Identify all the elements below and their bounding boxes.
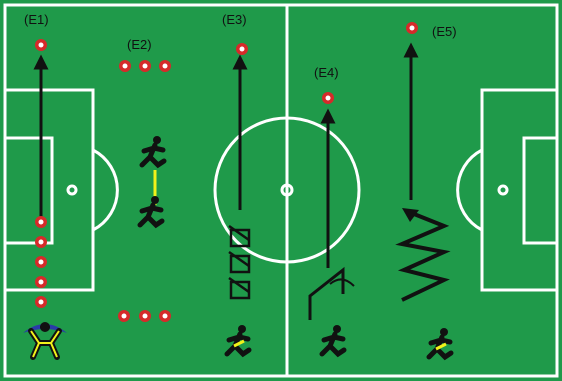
cone-marker-icon [35,296,47,308]
player-icon [319,325,347,358]
cone-marker-icon [35,256,47,268]
label-e2: (E2) [127,37,152,52]
rotation-hurdle-icon [308,266,355,320]
pitch-lines [3,3,559,378]
players-layer [23,136,454,361]
cone-marker-icon [118,310,130,322]
player-icon [139,136,167,169]
player-icon [137,196,165,229]
cone-marker-icon [159,310,171,322]
cone-marker-icon [406,22,418,34]
cone-marker-icon [35,39,47,51]
label-e1: (E1) [24,12,49,27]
cone-marker-icon [119,60,131,72]
cone-marker-icon [35,276,47,288]
cones-layer [35,22,418,322]
ladder-hurdle-icon [228,224,251,300]
cone-marker-icon [322,92,334,104]
label-e4: (E4) [314,65,339,80]
label-e3: (E3) [222,12,247,27]
label-e5: (E5) [432,24,457,39]
zigzag-path-icon [395,210,451,302]
pitch-spots [66,183,509,197]
cone-marker-icon [139,310,151,322]
goalkeeper-icon [23,322,67,360]
cone-marker-icon [35,216,47,228]
cone-marker-icon [236,43,248,55]
player-icon [224,325,252,358]
cone-marker-icon [139,60,151,72]
cone-marker-icon [35,236,47,248]
run-arrows [33,42,419,268]
cone-marker-icon [159,60,171,72]
player-icon [426,328,454,361]
